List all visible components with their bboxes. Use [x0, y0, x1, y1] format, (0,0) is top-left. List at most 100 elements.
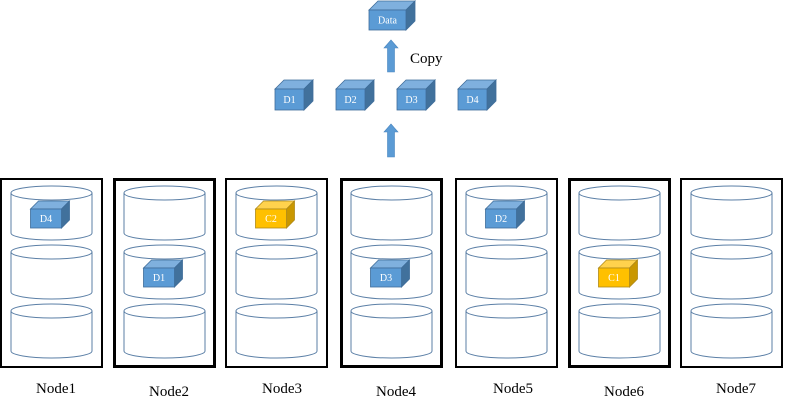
disk	[690, 303, 773, 359]
disk-top	[465, 185, 548, 201]
disk-body	[350, 311, 433, 359]
disk-top	[690, 303, 773, 319]
cube-label: D3	[380, 273, 392, 284]
disk-body	[123, 311, 206, 359]
disk	[10, 244, 93, 300]
disk	[690, 244, 773, 300]
cube-front-face	[368, 9, 407, 31]
disk-body	[235, 252, 318, 300]
stored-block-d1: D1	[142, 259, 184, 288]
disk-top	[235, 185, 318, 201]
stored-block-d2: D2	[484, 200, 526, 229]
disk-top	[350, 244, 433, 260]
disk-body	[465, 252, 548, 300]
disk-body	[10, 311, 93, 359]
node-label: Node3	[262, 381, 302, 397]
disk-top	[350, 303, 433, 319]
cube-label: D3	[405, 95, 417, 106]
cube-label: D2	[344, 95, 356, 106]
disk-body	[10, 252, 93, 300]
disk	[235, 244, 318, 300]
cube-front-face	[370, 267, 402, 288]
stored-block-d3: D3	[369, 259, 411, 288]
node-label: Node4	[376, 384, 416, 400]
disk-body	[123, 193, 206, 241]
disk	[690, 185, 773, 241]
disk-top	[690, 185, 773, 201]
fragment-block-d1: D1	[274, 79, 314, 111]
data-block: Data	[368, 0, 416, 31]
disk	[465, 244, 548, 300]
disk	[350, 303, 433, 359]
disk-top	[235, 303, 318, 319]
disk-top	[10, 185, 93, 201]
node-label: Node7	[716, 381, 756, 397]
disk	[578, 303, 661, 359]
cube-label: D1	[153, 273, 165, 284]
disk	[235, 303, 318, 359]
disk-body	[578, 311, 661, 359]
cube-label: C2	[265, 214, 277, 225]
fragment-block-d2: D2	[335, 79, 375, 111]
disk-top	[578, 244, 661, 260]
disk-body	[578, 193, 661, 241]
node-7: Node7	[680, 178, 783, 397]
disk-top	[123, 303, 206, 319]
split-arrow-icon	[383, 123, 399, 158]
cube-front-face	[457, 88, 488, 111]
cube-front-face	[274, 88, 305, 111]
fragment-block-d3: D3	[396, 79, 436, 111]
disk-top	[235, 244, 318, 260]
node-label: Node6	[604, 384, 644, 400]
disk-top	[578, 303, 661, 319]
copy-arrow-icon	[383, 39, 399, 73]
cube-front-face	[396, 88, 427, 111]
node-label: Node1	[36, 381, 76, 397]
disk-top	[10, 244, 93, 260]
disk	[350, 185, 433, 241]
stored-block-c2: C2	[254, 200, 296, 229]
disk	[465, 303, 548, 359]
disk	[578, 185, 661, 241]
disk-body	[690, 252, 773, 300]
stored-block-c1: C1	[597, 259, 639, 288]
cube-label: C1	[608, 273, 620, 284]
cube-label: D2	[495, 214, 507, 225]
disk-top	[465, 303, 548, 319]
cube-front-face	[598, 267, 630, 288]
cube-front-face	[30, 208, 62, 229]
disk-body	[350, 193, 433, 241]
disk-top	[465, 244, 548, 260]
cube-front-face	[335, 88, 366, 111]
disk-top	[690, 244, 773, 260]
cube-label: D4	[466, 95, 478, 106]
disk-top	[578, 185, 661, 201]
disk-body	[465, 311, 548, 359]
node-label: Node5	[493, 381, 533, 397]
disk-top	[350, 185, 433, 201]
cube-front-face	[485, 208, 517, 229]
disk-body	[690, 311, 773, 359]
cube-label: D4	[40, 214, 52, 225]
disk-body	[235, 311, 318, 359]
copy-label: Copy	[410, 51, 443, 67]
disk-body	[690, 193, 773, 241]
cube-front-face	[255, 208, 287, 229]
disk-top	[123, 244, 206, 260]
disk	[123, 185, 206, 241]
disk-top	[10, 303, 93, 319]
cube-front-face	[143, 267, 175, 288]
cube-label: Data	[378, 16, 397, 27]
fragment-block-d4: D4	[457, 79, 497, 111]
disk-top	[123, 185, 206, 201]
cube-label: D1	[283, 95, 295, 106]
nodes-area: D4Node1D1Node2C2Node3D3Node4D2Node5C1Nod…	[0, 178, 783, 400]
stored-block-d4: D4	[29, 200, 71, 229]
